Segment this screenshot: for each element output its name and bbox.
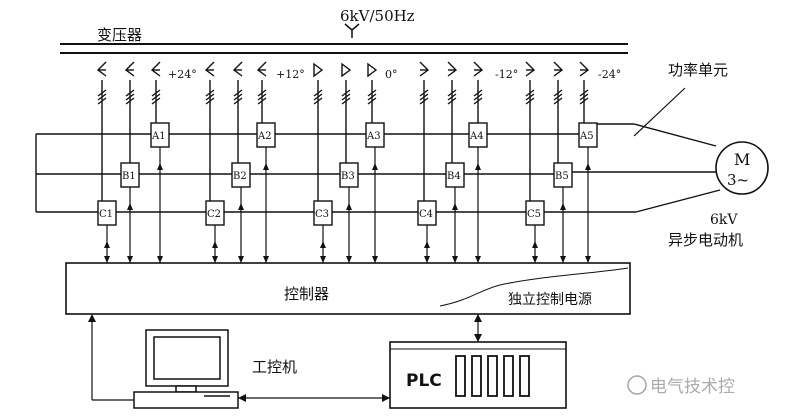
power-cell-a5: A5 xyxy=(578,122,598,148)
winding-symbol-icon xyxy=(204,61,215,212)
winding-symbol-icon xyxy=(525,61,536,212)
controller-label: 控制器 xyxy=(284,285,329,303)
transformer-label: 变压器 xyxy=(97,26,142,44)
power-supply-divider xyxy=(439,267,629,307)
winding-symbol-icon xyxy=(553,61,564,174)
supply-label: 6kV/50Hz xyxy=(340,7,415,25)
phase-shift-label-4: -12° xyxy=(495,68,518,81)
cell-label: B5 xyxy=(555,171,569,182)
power-cell-c1: C1 xyxy=(97,200,117,226)
cell-label: C2 xyxy=(207,209,221,220)
motor-symbol-phase: 3~ xyxy=(727,171,749,189)
signal-arrow xyxy=(560,187,566,263)
motor-symbol-m: M xyxy=(734,150,750,169)
motor-icon: M 3~ xyxy=(715,141,769,195)
phase-shift-label-2: +12° xyxy=(276,68,305,81)
phase-chains xyxy=(35,123,721,213)
cell-label: C3 xyxy=(315,209,329,220)
power-cell-c5: C5 xyxy=(525,200,545,226)
power-cell-b5: B5 xyxy=(553,162,573,188)
plc-unit: PLC xyxy=(389,341,567,409)
signal-arrow xyxy=(346,187,352,263)
power-supply-label: 独立控制电源 xyxy=(508,292,592,308)
signal-arrow xyxy=(532,225,538,263)
winding-symbol-icon xyxy=(313,62,324,212)
phase-shift-label-5: -24° xyxy=(598,68,621,81)
cell-label: C5 xyxy=(527,209,541,220)
ipc-label: 工控机 xyxy=(252,358,297,376)
cell-label: A3 xyxy=(366,131,381,142)
watermark-text: 电气技术控 xyxy=(650,377,735,397)
communication-links xyxy=(88,314,482,402)
power-cell-a2: A2 xyxy=(256,122,276,148)
signal-arrow xyxy=(372,147,378,263)
winding-symbol-icon xyxy=(341,62,352,174)
power-cell-c3: C3 xyxy=(313,200,333,226)
signal-arrow xyxy=(238,187,244,263)
cell-label: C4 xyxy=(419,209,433,220)
winding-symbol-icon xyxy=(124,61,135,174)
phase-shift-label-1: +24° xyxy=(168,68,197,81)
control-signal-lines xyxy=(104,147,591,263)
signal-arrow xyxy=(320,225,326,263)
power-cell-c4: C4 xyxy=(417,200,437,226)
cell-label: A2 xyxy=(257,131,272,142)
power-cell-a1: A1 xyxy=(150,122,170,148)
transformer-bus xyxy=(60,43,628,54)
cell-label: A1 xyxy=(151,131,166,142)
cell-label: A4 xyxy=(469,131,484,142)
cell-label: B3 xyxy=(341,171,355,182)
cell-label: B2 xyxy=(233,171,247,182)
signal-arrow xyxy=(424,225,430,263)
power-cell-b4: B4 xyxy=(445,162,465,188)
cell-label: A5 xyxy=(579,131,594,142)
controller-box xyxy=(65,262,631,315)
watermark: 电气技术控 xyxy=(627,375,735,397)
secondary-windings xyxy=(96,61,590,212)
winding-symbol-icon xyxy=(447,61,458,174)
motor-type: 异步电动机 xyxy=(668,231,743,249)
signal-arrow xyxy=(157,147,163,263)
plc-label: PLC xyxy=(406,371,442,391)
motor-voltage: 6kV xyxy=(710,212,738,228)
winding-symbol-icon xyxy=(96,61,107,212)
signal-arrow xyxy=(263,147,269,263)
power-cell-c2: C2 xyxy=(205,200,225,226)
signal-arrow xyxy=(127,187,133,263)
power-unit-leader xyxy=(633,87,686,137)
cell-label: B1 xyxy=(122,171,136,182)
power-cell-a4: A4 xyxy=(468,122,488,148)
phase-shift-label-3: 0° xyxy=(385,68,398,81)
power-cell-b2: B2 xyxy=(231,162,251,188)
signal-arrow xyxy=(452,187,458,263)
power-cell-a3: A3 xyxy=(365,122,385,148)
cell-label: B4 xyxy=(447,171,461,182)
computer-icon xyxy=(133,329,239,409)
watermark-logo-icon xyxy=(627,375,647,395)
cell-label: C1 xyxy=(99,209,113,220)
power-cell-b1: B1 xyxy=(120,162,140,188)
signal-arrow xyxy=(475,147,481,263)
signal-arrow xyxy=(104,225,110,263)
primary-star-icon xyxy=(344,23,360,38)
power-cell-b3: B3 xyxy=(339,162,359,188)
power-unit-label: 功率单元 xyxy=(668,61,728,79)
signal-arrow xyxy=(585,147,591,263)
winding-symbol-icon xyxy=(232,61,243,174)
signal-arrow xyxy=(212,225,218,263)
winding-symbol-icon xyxy=(419,61,430,212)
